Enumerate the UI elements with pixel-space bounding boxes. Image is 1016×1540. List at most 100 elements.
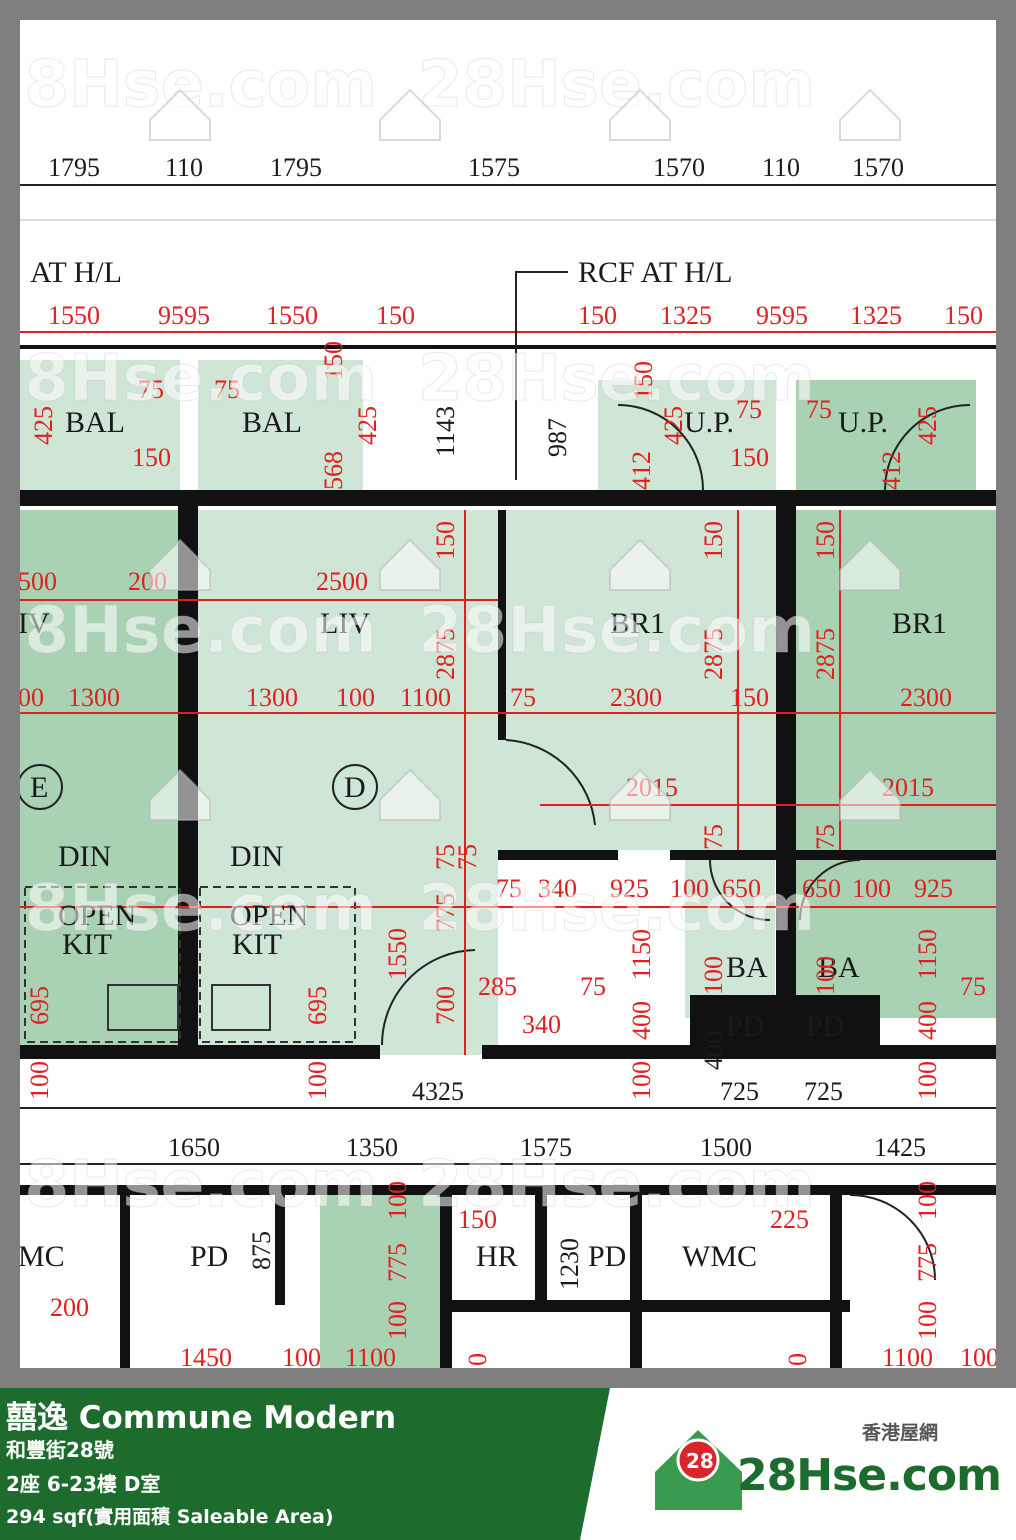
red-misc-labels: 425 75 75 425 150 568 150 412 425 75 75 …: [25, 341, 986, 1100]
red-100-a: 100: [670, 874, 709, 903]
red-425-c: 425: [659, 406, 688, 445]
lower-100-d: 100: [913, 1301, 942, 1340]
black-dimension-lines: [20, 184, 996, 1165]
red-2875-c: 2875: [811, 628, 840, 680]
red-400-b: 400: [913, 1001, 942, 1040]
red-r2-5: 1100: [400, 683, 451, 712]
lower-875: 875: [247, 1231, 276, 1270]
red-425-a: 425: [29, 406, 58, 445]
watermark-4: 28Hse.com: [418, 342, 815, 416]
red-r2-4: 100: [336, 683, 375, 712]
watermark-10: 28Hse.com: [418, 1148, 815, 1222]
red-650-b: 650: [802, 874, 841, 903]
saleable-area: 294 sqf(實用面積 Saleable Area): [6, 1506, 334, 1528]
room-pd-right: PD: [806, 1010, 844, 1043]
red-100-c: 100: [699, 956, 728, 995]
site-logo[interactable]: 28: [650, 1412, 970, 1522]
top-dim-4: 1575: [468, 153, 520, 182]
red-412-a: 412: [627, 451, 656, 490]
red-925-a: 925: [610, 874, 649, 903]
top-dim-7: 1570: [852, 153, 904, 182]
lower-0-a: 0: [463, 1353, 492, 1366]
corridor-dimension-labels: 4325 725 725 1650 1350 1575 1500 1425: [168, 1077, 926, 1162]
top-dim-5: 1570: [653, 153, 705, 182]
red-top-6: 1325: [660, 301, 712, 330]
ba-left-fill: [685, 858, 775, 1018]
red-75-b: 75: [214, 375, 240, 404]
watermark-5: 28Hse.com: [20, 594, 377, 668]
bal-left-fill: [20, 360, 180, 495]
at-hl-label: AT H/L: [30, 256, 122, 289]
red-1550: 1550: [383, 928, 412, 980]
footer: 囍逸 Commune Modern 和豐街28號 2座 6-23樓 D室 294…: [0, 1388, 1016, 1540]
logo-badge: 28: [686, 1449, 714, 1473]
lower-dim-5: 1425: [874, 1133, 926, 1162]
logo-badge-icon: [676, 1438, 720, 1482]
red-2875-a: 2875: [431, 628, 460, 680]
room-pd-left: PD: [726, 1010, 764, 1043]
room-din-left: DIN: [58, 840, 111, 873]
red-top-2: 9595: [158, 301, 210, 330]
red-top-3: 1550: [266, 301, 318, 330]
corridor: [20, 1055, 996, 1155]
top-dim-3: 1795: [270, 153, 322, 182]
red-775: 775: [431, 893, 460, 932]
room-ba-right: BA: [818, 951, 860, 984]
red-340-b: 340: [522, 1010, 561, 1039]
watermarks: 28Hse.com 28Hse.com 28Hse.com 28Hse.com …: [20, 48, 816, 1223]
room-liv: LIV: [320, 607, 370, 640]
room-up-left: U.P.: [684, 406, 734, 439]
rcf-leader: [515, 271, 568, 480]
lower-1100-a: 1100: [345, 1343, 396, 1368]
red-1150-b: 1150: [913, 929, 942, 980]
lower-150: 150: [458, 1205, 497, 1234]
red-285: 285: [478, 972, 517, 1001]
lower-red-labels: 875 100 775 100 150 1230 225 100 775 100…: [50, 1181, 996, 1368]
red-75-k: 75: [960, 972, 986, 1001]
logo-text[interactable]: 28Hse.com: [737, 1450, 1002, 1501]
watermark-8: 28Hse.com: [418, 872, 815, 946]
rcf-at-hl-label: RCF AT H/L: [578, 256, 733, 289]
watermark-house-icons: [149, 88, 901, 821]
red-150-a: 150: [132, 443, 171, 472]
room-ba-left: BA: [726, 951, 768, 984]
room-open-left: OPEN: [58, 899, 136, 932]
red-75-h: 75: [453, 844, 482, 870]
ba-right-fill: [796, 858, 996, 1018]
red-top-9: 150: [944, 301, 983, 330]
lower-100-b: 100: [383, 1301, 412, 1340]
project-address: 和豐街28號: [6, 1438, 114, 1462]
red-2875-b: 2875: [699, 628, 728, 680]
top-dim-2: 110: [165, 153, 203, 182]
red-75-e: 75: [699, 824, 728, 850]
lower-225: 225: [770, 1205, 809, 1234]
red-r1-3: 2500: [316, 567, 368, 596]
mid-dim-1: 4325: [412, 1077, 464, 1106]
red-568: 568: [319, 451, 348, 490]
unit-marker-e: E: [30, 771, 48, 804]
red-75-j: 75: [580, 972, 606, 1001]
red-top-1: 1550: [48, 301, 100, 330]
room-hr: HR: [476, 1240, 518, 1273]
lower-dim-2: 1350: [346, 1133, 398, 1162]
dim-400-black: 400: [699, 1031, 728, 1070]
red-75-f: 75: [811, 824, 840, 850]
red-400-a: 400: [627, 1001, 656, 1040]
lower-775-b: 775: [913, 1243, 942, 1282]
floor-plan-drawing: 1795 110 1795 1575 1570 110 1570 AT H/L …: [20, 48, 996, 1368]
red-695-a: 695: [25, 986, 54, 1025]
red-r2-7: 2300: [610, 683, 662, 712]
red-100-e: 100: [25, 1061, 54, 1100]
red-100-g: 100: [627, 1061, 656, 1100]
top-dim-1: 1795: [48, 153, 100, 182]
red-top-labels: 1550 9595 1550 150 150 1325 9595 1325 15…: [48, 301, 983, 330]
lower-1100-b: 1100: [882, 1343, 933, 1368]
door-swings: [381, 404, 971, 1281]
watermark-6: 28Hse.com: [418, 594, 815, 668]
lower-100-a: 100: [383, 1181, 412, 1220]
logo-chinese: 香港屋網: [862, 1422, 939, 1444]
walls: [20, 345, 996, 1368]
watermark-3: 28Hse.com: [20, 342, 377, 416]
room-pd-lower-2: PD: [588, 1240, 626, 1273]
red-top-7: 9595: [756, 301, 808, 330]
